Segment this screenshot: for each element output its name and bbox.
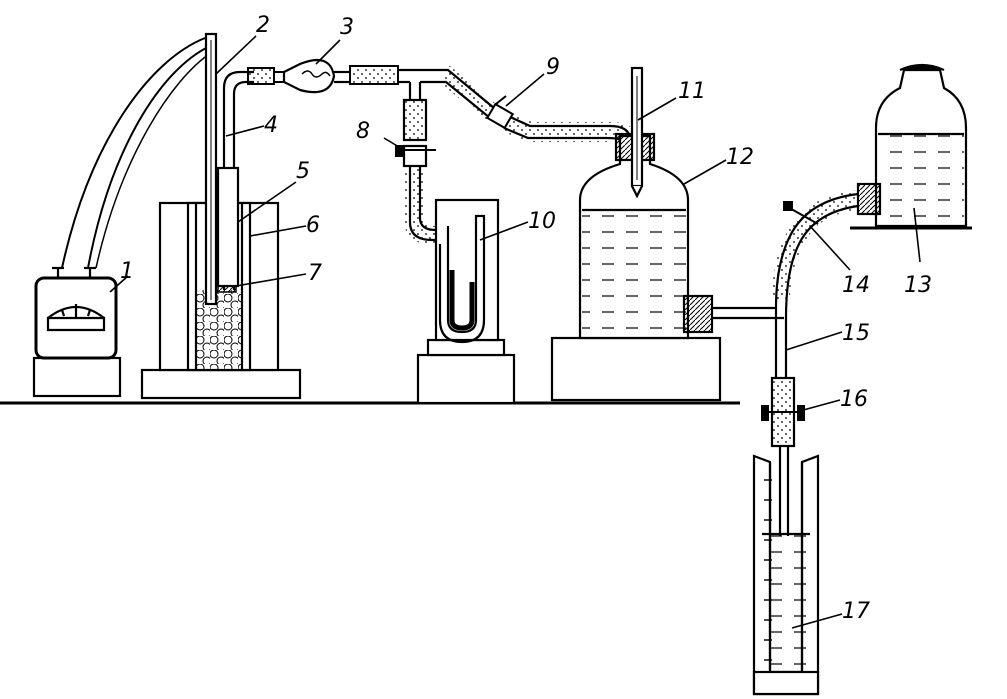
leader-lines [109,35,921,629]
meter [32,266,122,398]
drain-tube [770,308,796,536]
label-13: 13 [904,273,932,298]
outlet-line [682,294,784,334]
stopcock-16 [761,405,805,421]
wire-a [61,37,206,269]
graduated-cylinder [752,454,820,696]
label-17: 17 [842,599,870,624]
thermocouple [204,32,218,306]
pinch-clamp-14 [783,201,819,225]
manometer [416,198,516,405]
label-14: 14 [842,273,870,298]
joint-a [247,67,275,85]
label-3: 3 [340,15,354,40]
branch-rubber [405,166,448,244]
label-6: 6 [306,213,320,238]
label-4: 4 [264,113,278,138]
gas-line-rubber [444,66,496,122]
label-12: 12 [726,145,754,170]
label-15: 15 [842,321,870,346]
label-1: 1 [120,259,134,284]
label-7: 7 [308,261,322,286]
label-9: 9 [546,55,560,80]
label-8: 8 [356,119,370,144]
joint-b [349,65,399,85]
reservoir-bottle [850,63,972,230]
siphon-rubber [772,190,858,300]
furnace [140,201,302,400]
gas-line-rubber-b [504,112,636,142]
label-2: 2 [256,13,270,38]
reaction-tube [216,70,254,290]
label-16: 16 [840,387,868,412]
label-5: 5 [296,159,310,184]
aspirator-bottle [550,132,722,402]
trap-bulb [282,58,350,94]
thermometer [630,66,644,199]
wire-c [95,51,213,269]
pinch-clamp-9 [485,95,515,130]
label-11: 11 [678,79,706,104]
wire-b [87,45,211,269]
header-pipe [398,68,440,84]
label-10: 10 [528,209,556,234]
